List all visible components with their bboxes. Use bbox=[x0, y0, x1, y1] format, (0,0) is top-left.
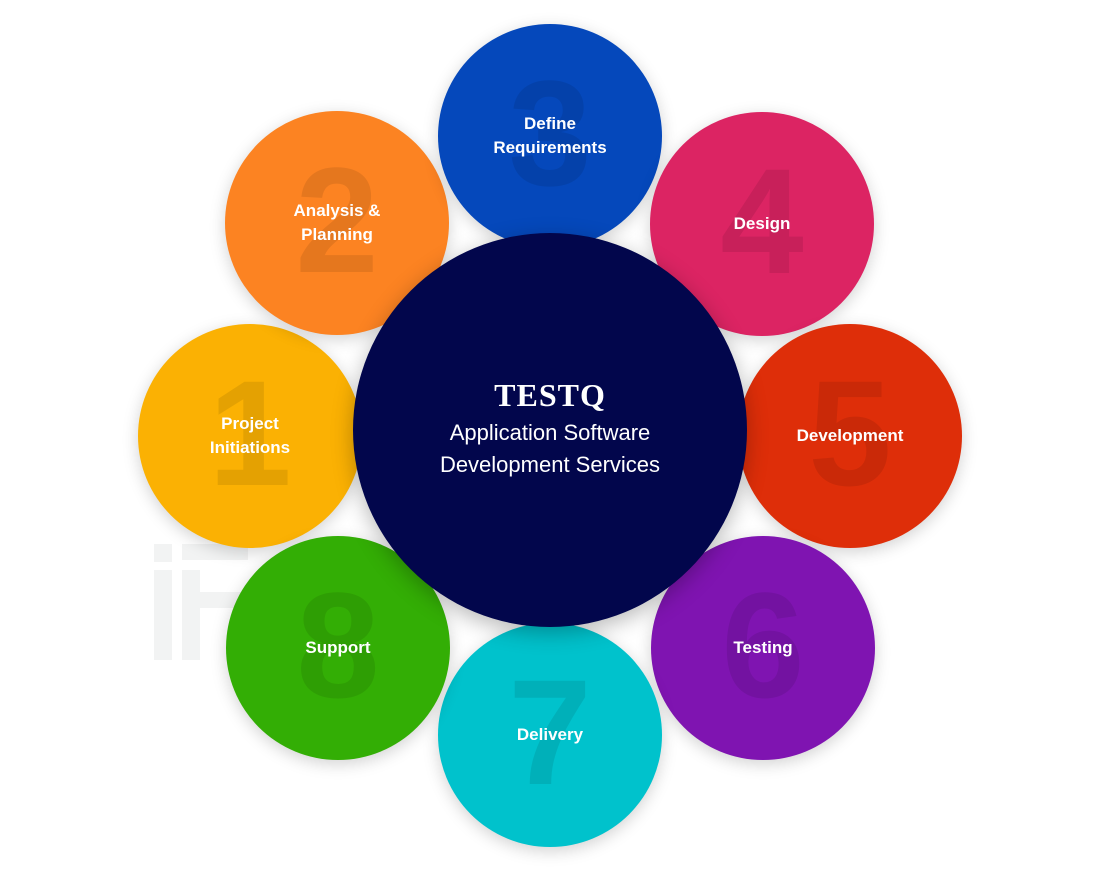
hub-subtitle: Application Software Development Service… bbox=[393, 417, 707, 481]
step-delivery: 7 Delivery bbox=[438, 623, 662, 847]
step-label-line2: Requirements bbox=[493, 138, 607, 157]
step-label-line1: Testing bbox=[733, 638, 793, 657]
step-label-line1: Analysis & bbox=[293, 201, 381, 220]
step-testing: 6 Testing bbox=[651, 536, 875, 760]
watermark-logo bbox=[148, 530, 258, 665]
step-number: 4 bbox=[720, 137, 804, 305]
step-label-line1: Project bbox=[221, 414, 279, 433]
step-label: Project Initiations bbox=[158, 412, 342, 460]
step-label: Delivery bbox=[458, 723, 642, 747]
watermark-bar bbox=[154, 570, 172, 660]
hub-subtitle-line2: Development Services bbox=[439, 452, 661, 477]
step-label-line2: Initiations bbox=[209, 438, 291, 457]
step-number: 5 bbox=[808, 349, 892, 517]
step-development: 5 Development bbox=[738, 324, 962, 548]
step-define-requirements: 3 Define Requirements bbox=[438, 24, 662, 248]
step-label: Testing bbox=[671, 636, 855, 660]
step-analysis-planning: 2 Analysis & Planning bbox=[225, 111, 449, 335]
step-label-line2: Planning bbox=[301, 225, 373, 244]
center-hub: TESTQ Application Software Development S… bbox=[353, 233, 747, 627]
step-number: 8 bbox=[296, 561, 380, 729]
watermark-bar bbox=[182, 544, 248, 560]
step-support: 8 Support bbox=[226, 536, 450, 760]
step-label: Development bbox=[758, 424, 942, 448]
step-label: Support bbox=[246, 636, 430, 660]
step-label: Design bbox=[670, 212, 854, 236]
step-project-initiations: 1 Project Initiations bbox=[138, 324, 362, 548]
step-number: 2 bbox=[295, 136, 379, 304]
step-label-line1: Support bbox=[305, 638, 371, 657]
step-label-line1: Define bbox=[524, 114, 576, 133]
step-label: Analysis & Planning bbox=[245, 199, 429, 247]
watermark-bar bbox=[182, 570, 200, 660]
step-number: 6 bbox=[721, 561, 805, 729]
step-number: 7 bbox=[508, 648, 592, 816]
step-number: 1 bbox=[208, 349, 292, 517]
step-label: Define Requirements bbox=[458, 112, 642, 160]
brand-title: TESTQ bbox=[494, 377, 606, 413]
step-label-line1: Development bbox=[796, 426, 904, 445]
step-label-line1: Delivery bbox=[516, 725, 584, 744]
watermark-bar bbox=[154, 544, 172, 562]
step-label-line1: Design bbox=[733, 214, 791, 233]
watermark-bar bbox=[182, 592, 242, 608]
step-number: 3 bbox=[508, 49, 592, 217]
hub-subtitle-line1: Application Software bbox=[449, 420, 651, 445]
